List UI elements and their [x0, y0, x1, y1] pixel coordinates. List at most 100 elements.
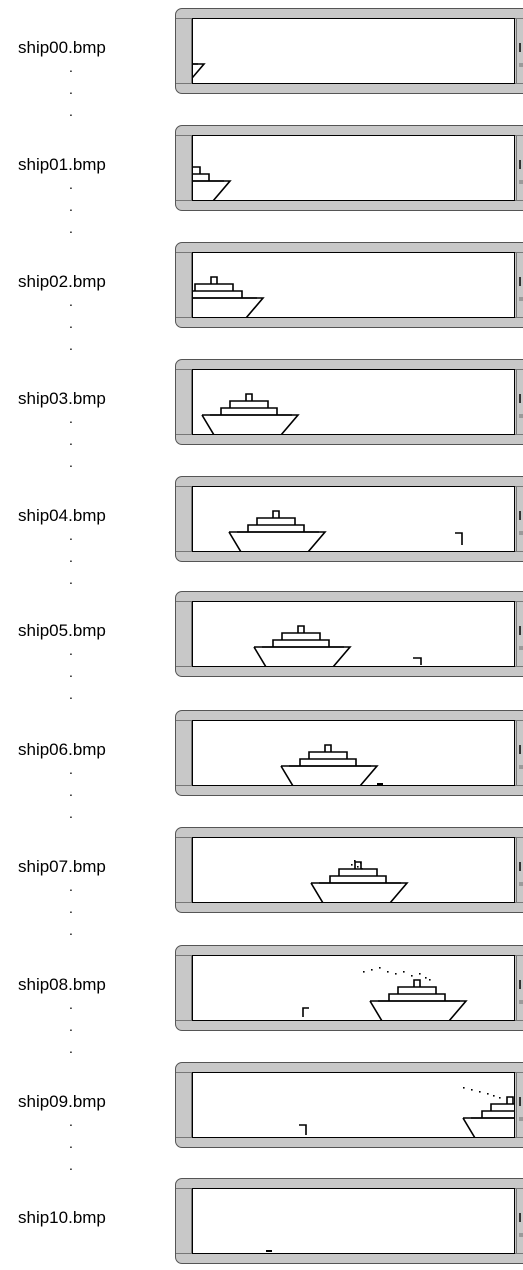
separator-dot: . — [69, 81, 73, 97]
frame-filename: ship08.bmp — [18, 975, 106, 994]
frame-filename: ship09.bmp — [18, 1092, 106, 1111]
frame-rmark2 — [519, 414, 523, 418]
frame-canvas — [193, 166, 232, 200]
frame-leftcol — [176, 720, 192, 786]
frame-rightcol — [516, 369, 523, 435]
frame-leftcol — [176, 601, 192, 667]
separator-dot: . — [69, 454, 73, 470]
lcd-screen — [192, 135, 515, 201]
smoke-icon — [463, 1087, 501, 1099]
frame-rmark2 — [519, 1000, 523, 1004]
frame-filename: ship04.bmp — [18, 506, 106, 525]
display-frame — [175, 359, 523, 445]
frame-rightcol — [516, 252, 523, 318]
frame-rmark1 — [519, 43, 521, 52]
frame-filename: ship03.bmp — [18, 389, 106, 408]
frame-leftcol — [176, 1072, 192, 1138]
display-frame — [175, 1062, 523, 1148]
frame-canvas — [310, 860, 409, 902]
separator-dot: . — [69, 1040, 73, 1056]
separator-dot: . — [69, 410, 73, 426]
frame-rmark1 — [519, 1213, 521, 1222]
smoke-icon — [363, 967, 431, 981]
frame-canvas — [193, 276, 265, 317]
separator-dot: . — [69, 761, 73, 777]
frame-rmark2 — [519, 1117, 523, 1121]
frame-filename: ship07.bmp — [18, 857, 106, 876]
separator-dot: . — [69, 176, 73, 192]
separator-dot: . — [69, 805, 73, 821]
display-frame — [175, 476, 523, 562]
frame-botbar — [176, 200, 523, 210]
frame-rmark1 — [519, 1097, 521, 1106]
separator-dot: . — [69, 642, 73, 658]
frame-canvas — [266, 1250, 272, 1252]
separator-dot: . — [69, 878, 73, 894]
separator-dot: . — [69, 315, 73, 331]
frame-rmark1 — [519, 511, 521, 520]
separator-dot: . — [69, 103, 73, 119]
frame-canvas — [299, 1087, 514, 1137]
separator-dot: . — [69, 686, 73, 702]
ship-icon — [280, 744, 379, 785]
separator-dot: . — [69, 900, 73, 916]
periscope-icon — [266, 1250, 272, 1252]
display-frame — [175, 591, 523, 677]
lcd-screen — [192, 1188, 515, 1254]
separator-dot: . — [69, 783, 73, 799]
frame-filename: ship02.bmp — [18, 272, 106, 291]
lcd-screen — [192, 720, 515, 786]
separator-dot: . — [69, 1157, 73, 1173]
frame-canvas — [201, 393, 300, 434]
ship-icon — [201, 393, 300, 434]
periscope-icon — [299, 1124, 307, 1135]
separator-dot: . — [69, 432, 73, 448]
frame-rmark1 — [519, 394, 521, 403]
separator-dot: . — [69, 1113, 73, 1129]
frame-botbar — [176, 83, 523, 93]
frame-leftcol — [176, 486, 192, 552]
frame-rmark2 — [519, 646, 523, 650]
separator-dot: . — [69, 293, 73, 309]
frame-rmark1 — [519, 160, 521, 169]
frame-leftcol — [176, 18, 192, 84]
frame-botbar — [176, 434, 523, 444]
ship-icon — [369, 979, 468, 1020]
separator-dot: . — [69, 664, 73, 680]
lcd-screen — [192, 369, 515, 435]
frame-leftcol — [176, 955, 192, 1021]
separator-dot: . — [69, 571, 73, 587]
frame-canvas — [253, 625, 422, 666]
frame-botbar — [176, 1020, 523, 1030]
display-frame — [175, 125, 523, 211]
frame-botbar — [176, 1253, 523, 1263]
periscope-icon — [455, 532, 463, 545]
lcd-screen — [192, 837, 515, 903]
frame-botbar — [176, 317, 523, 327]
frame-leftcol — [176, 252, 192, 318]
separator-dot: . — [69, 922, 73, 938]
frame-rightcol — [516, 135, 523, 201]
frame-rmark2 — [519, 765, 523, 769]
lcd-screen — [192, 252, 515, 318]
lcd-screen — [192, 18, 515, 84]
separator-dot: . — [69, 59, 73, 75]
frame-rightcol — [516, 1188, 523, 1254]
display-frame — [175, 242, 523, 328]
ship-icon — [228, 510, 327, 551]
frame-leftcol — [176, 369, 192, 435]
separator-dot: . — [69, 527, 73, 543]
ship-icon — [462, 1096, 514, 1137]
frame-rightcol — [516, 486, 523, 552]
frame-rmark2 — [519, 63, 523, 67]
display-frame — [175, 8, 523, 94]
frame-rmark2 — [519, 531, 523, 535]
periscope-icon — [413, 657, 422, 665]
ship-icon — [193, 276, 265, 317]
frame-botbar — [176, 902, 523, 912]
frame-leftcol — [176, 1188, 192, 1254]
frame-botbar — [176, 785, 523, 795]
frame-rmark1 — [519, 862, 521, 871]
periscope-icon — [302, 1007, 309, 1017]
frame-botbar — [176, 1137, 523, 1147]
